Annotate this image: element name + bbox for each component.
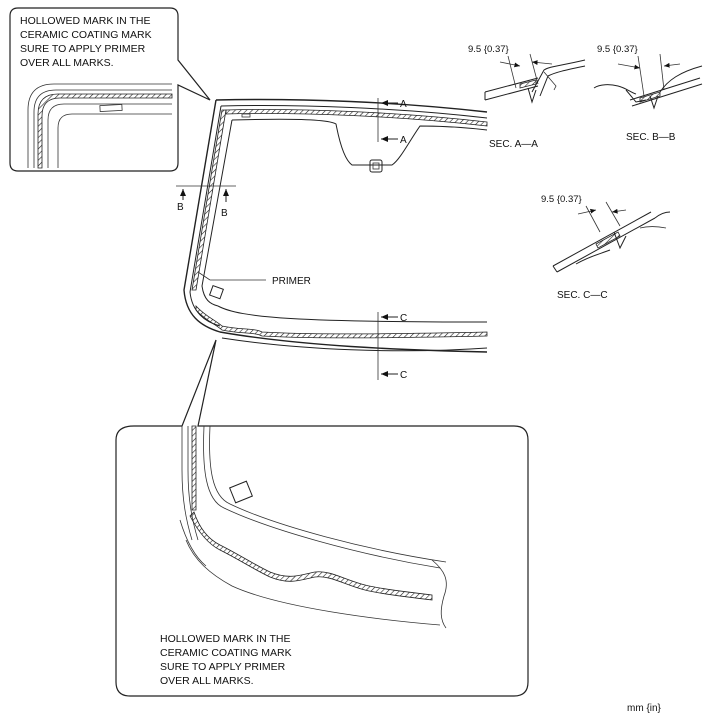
section-a-label-bottom: A xyxy=(400,135,407,146)
callout-bottom-line-2: CERAMIC COATING MARK xyxy=(160,647,292,659)
section-a-dimension: 9.5 {0.37} xyxy=(468,44,509,55)
section-a-title: SEC. A—A xyxy=(489,139,538,150)
callout-bottom-line-1: HOLLOWED MARK IN THE xyxy=(160,633,291,645)
section-a-label-top: A xyxy=(400,99,407,110)
section-c-label-top: C xyxy=(400,313,407,324)
callout-bottom-line-4: OVER ALL MARKS. xyxy=(160,675,254,687)
section-b-b-detail: 9.5 {0.37} SEC. B—B xyxy=(593,44,703,143)
windshield-glass xyxy=(183,98,488,353)
section-b-title: SEC. B—B xyxy=(626,132,676,143)
primer-label: PRIMER xyxy=(272,276,311,287)
callout-box-top: HOLLOWED MARK IN THE CERAMIC COATING MAR… xyxy=(9,7,211,172)
callout-box-bottom: HOLLOWED MARK IN THE CERAMIC COATING MAR… xyxy=(115,339,529,697)
section-a-marker: A A xyxy=(377,98,407,146)
units-label: mm {in} xyxy=(627,703,662,714)
section-b-dimension: 9.5 {0.37} xyxy=(597,44,638,55)
corner-detail-bottom xyxy=(179,425,447,629)
section-c-marker: C C xyxy=(377,312,407,381)
section-b-label-right: B xyxy=(221,208,228,219)
section-b-label-left: B xyxy=(177,202,184,213)
callout-top-line-3: SURE TO APPLY PRIMER xyxy=(20,43,146,55)
primer-leader: PRIMER xyxy=(197,271,311,287)
callout-top-line-2: CERAMIC COATING MARK xyxy=(20,29,152,41)
section-c-c-detail: 9.5 {0.37} SEC. C—C xyxy=(541,194,671,301)
callout-bottom-line-3: SURE TO APPLY PRIMER xyxy=(160,661,286,673)
section-c-label-bottom: C xyxy=(400,370,407,381)
section-a-a-detail: 9.5 {0.37} SEC. A—A xyxy=(468,44,586,150)
callout-top-line-4: OVER ALL MARKS. xyxy=(20,57,114,69)
section-c-dimension: 9.5 {0.37} xyxy=(541,194,582,205)
section-b-marker: B B xyxy=(176,185,236,219)
corner-detail-top xyxy=(27,83,173,169)
section-c-title: SEC. C—C xyxy=(557,290,608,301)
callout-top-line-1: HOLLOWED MARK IN THE xyxy=(20,15,151,27)
